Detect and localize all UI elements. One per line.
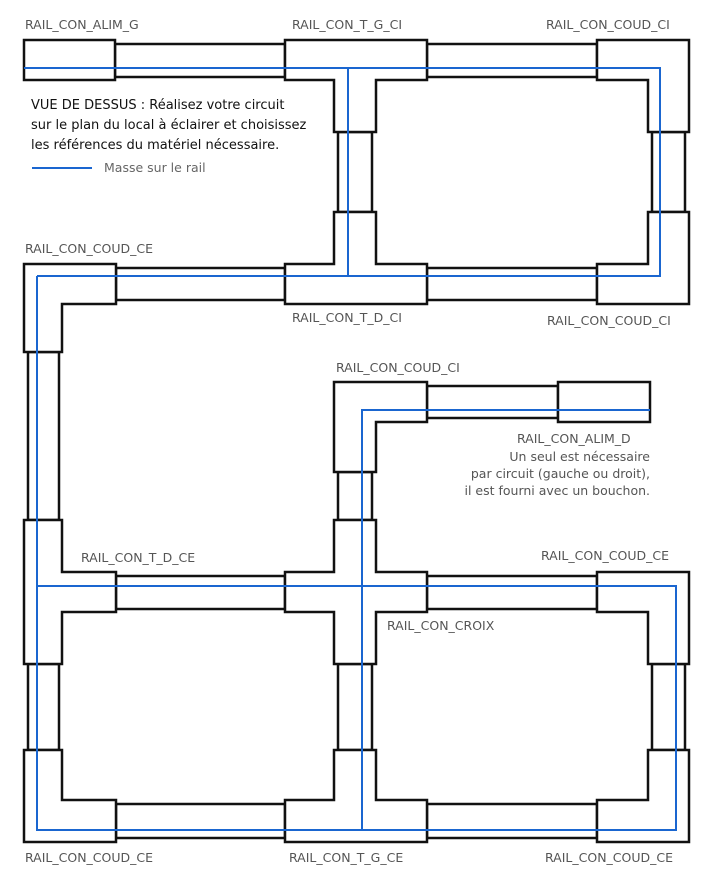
ground-line-lower-loop: [36, 276, 677, 831]
connector-t-g-ci: [283, 38, 429, 134]
connector-alim-d: [556, 380, 652, 424]
label-coud-ci-right: RAIL_CON_COUD_CI: [547, 313, 671, 328]
rail-mid-left: [114, 266, 287, 302]
rail-cross-right: [425, 574, 599, 611]
label-coud-ce-mid-right: RAIL_CON_COUD_CE: [541, 548, 670, 563]
label-t-g-ci: RAIL_CON_T_G_CI: [292, 17, 403, 32]
legend-label: Masse sur le rail: [104, 160, 206, 175]
connector-croix: [283, 518, 429, 666]
rail-right-lower-vertical: [650, 662, 687, 752]
legend: Masse sur le rail: [32, 160, 206, 175]
connector-coud-ci-top-right: [595, 38, 691, 134]
label-coud-ce-bottom-right: RAIL_CON_COUD_CE: [545, 850, 674, 865]
label-croix: RAIL_CON_CROIX: [387, 618, 495, 633]
label-coud-ci-top-right: RAIL_CON_COUD_CI: [546, 17, 670, 32]
alim-d-note: Un seul est nécessaire par circuit (gauc…: [464, 448, 650, 499]
connector-coud-ce-left: [22, 262, 118, 354]
connector-coud-ce-mid-right: [595, 570, 691, 666]
rail-left-upper-vertical: [26, 350, 61, 522]
rail-mid-right: [425, 266, 599, 302]
label-coud-ci-mid: RAIL_CON_COUD_CI: [336, 360, 460, 375]
rail-center-vertical: [336, 470, 374, 522]
connector-coud-ci-mid: [332, 380, 429, 474]
intro-text: VUE DE DESSUS : Réalisez votre circuit s…: [31, 96, 306, 156]
rail-top-left: [113, 42, 287, 79]
ground-line-center: [361, 409, 650, 830]
intro-line: VUE DE DESSUS : Réalisez votre circuit: [31, 98, 285, 113]
label-alim-g: RAIL_CON_ALIM_G: [25, 17, 139, 32]
label-t-d-ci: RAIL_CON_T_D_CI: [292, 310, 402, 325]
ground-lines: [24, 67, 677, 831]
rail-upper-right-vertical: [650, 130, 687, 214]
label-coud-ce-bottom-left: RAIL_CON_COUD_CE: [25, 850, 154, 865]
rail-top-right: [425, 42, 599, 79]
label-alim-d: RAIL_CON_ALIM_D: [517, 431, 631, 446]
rail-upper-center-vertical: [336, 130, 374, 214]
rail-bottom-left: [114, 802, 287, 840]
rail-cross-left: [114, 574, 287, 611]
note-line: il est fourni avec un bouchon.: [464, 483, 650, 498]
label-t-d-ce: RAIL_CON_T_D_CE: [81, 550, 196, 565]
connectors: [22, 38, 691, 844]
intro-line: les références du matériel nécessaire.: [31, 138, 280, 153]
rail-bottom-right: [425, 802, 599, 840]
note-line: Un seul est nécessaire: [509, 449, 650, 464]
legend-line-swatch: [32, 166, 92, 169]
connector-coud-ce-bottom-right: [595, 748, 691, 844]
note-line: par circuit (gauche ou droit),: [470, 466, 650, 481]
rail-alim-d: [425, 384, 560, 420]
connector-coud-ci-right: [595, 210, 691, 306]
connector-t-d-ci: [283, 210, 429, 306]
intro-line: sur le plan du local à éclairer et chois…: [31, 118, 307, 133]
rail-left-lower-vertical: [26, 662, 61, 752]
connector-t-g-ce: [283, 748, 429, 844]
rail-center-lower-vertical: [336, 662, 374, 752]
label-t-g-ce: RAIL_CON_T_G_CE: [289, 850, 404, 865]
connector-alim-g: [22, 38, 117, 82]
label-coud-ce-left: RAIL_CON_COUD_CE: [25, 241, 154, 256]
connector-coud-ce-bottom-left: [22, 748, 118, 844]
